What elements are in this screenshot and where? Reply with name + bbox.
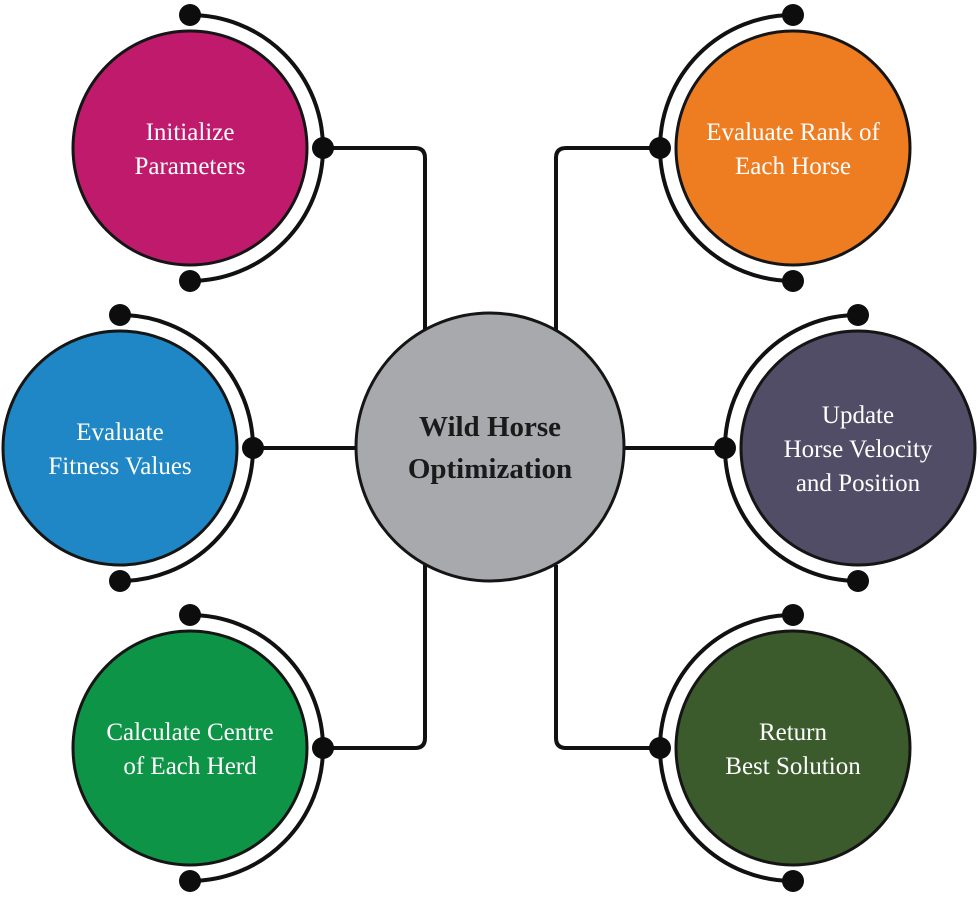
arc-end-dot (847, 304, 869, 326)
center-circle (354, 311, 626, 583)
connector-line (554, 565, 653, 750)
node-label: Each Horse (735, 153, 851, 180)
node-label: Initialize (146, 119, 235, 146)
node-circle (71, 29, 309, 267)
node-circle (674, 629, 912, 867)
arc-end-dot (782, 870, 804, 892)
node-label: of Each Herd (123, 753, 257, 780)
node-label: Fitness Values (48, 453, 191, 480)
node-circle (739, 329, 977, 567)
connector-dot (714, 437, 736, 459)
node-label: Evaluate (76, 419, 163, 446)
node-label: Calculate Centre (106, 719, 273, 746)
node-calculate-centre-of-each-herd: Calculate Centre of Each Herd (71, 629, 309, 867)
arc-end-dot (109, 570, 131, 592)
arc-end-dot (782, 4, 804, 26)
node-circle (674, 29, 912, 267)
connector-dot (312, 737, 334, 759)
node-circle (1, 329, 239, 567)
center-title: Optimization (408, 453, 572, 485)
connector-line (323, 565, 427, 750)
arc-end-dot (109, 304, 131, 326)
arc-end-dot (782, 604, 804, 626)
connector-dot (649, 137, 671, 159)
node-evaluate-rank-of-each-horse: Evaluate Rank of Each Horse (674, 29, 912, 267)
node-label: Best Solution (725, 753, 861, 780)
connector-line (323, 146, 427, 330)
center-title: Wild Horse (419, 411, 561, 443)
node-arcs (109, 4, 869, 892)
connector-line (554, 146, 653, 330)
connector-dot (312, 137, 334, 159)
connector-dot (649, 737, 671, 759)
arc-end-dot (179, 604, 201, 626)
connector-lines (255, 146, 722, 750)
node-label: Horse Velocity (784, 436, 933, 463)
node-label: Evaluate Rank of (706, 119, 880, 146)
connector-dot (242, 437, 264, 459)
node-label: and Position (796, 470, 921, 497)
arc-end-dot (179, 870, 201, 892)
arc-end-dot (847, 570, 869, 592)
node-label: Update (822, 402, 894, 429)
arc-end-dot (179, 270, 201, 292)
node-label: Parameters (134, 153, 245, 180)
node-label: Return (759, 719, 828, 746)
node-circle (71, 629, 309, 867)
arc-end-dot (179, 4, 201, 26)
arc-end-dot (782, 270, 804, 292)
